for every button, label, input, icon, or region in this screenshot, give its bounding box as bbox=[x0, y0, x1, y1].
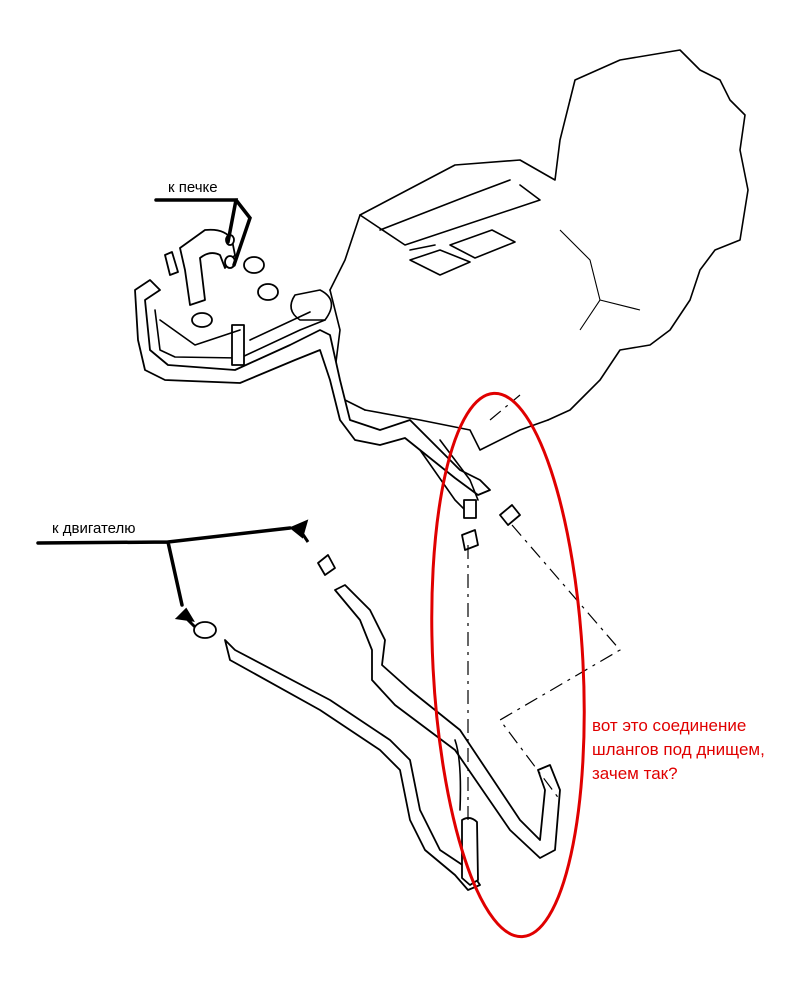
annotation-line: шлангов под днищем, bbox=[592, 740, 765, 759]
arrow-icon bbox=[289, 519, 310, 543]
pipe-bracket bbox=[231, 324, 245, 366]
direction-arrows bbox=[174, 519, 310, 629]
label-to-engine: к двигателю bbox=[52, 520, 136, 537]
engine-outline bbox=[329, 49, 749, 451]
hose-clamps bbox=[164, 251, 521, 639]
highlight-ellipse bbox=[430, 391, 586, 939]
annotation-line: вот это соединение bbox=[592, 716, 747, 735]
label-leaders bbox=[36, 198, 292, 607]
assembly-lines bbox=[467, 394, 621, 820]
annotation-line: зачем так? bbox=[592, 764, 678, 783]
heater-elbow-hose bbox=[179, 228, 236, 306]
annotation-note: вот это соединение шлангов под днищем, з… bbox=[592, 714, 765, 786]
label-to-heater: к печке bbox=[168, 179, 218, 196]
lower-hoses bbox=[224, 584, 561, 891]
arrow-icon bbox=[174, 607, 197, 629]
heater-pipes bbox=[134, 279, 491, 511]
